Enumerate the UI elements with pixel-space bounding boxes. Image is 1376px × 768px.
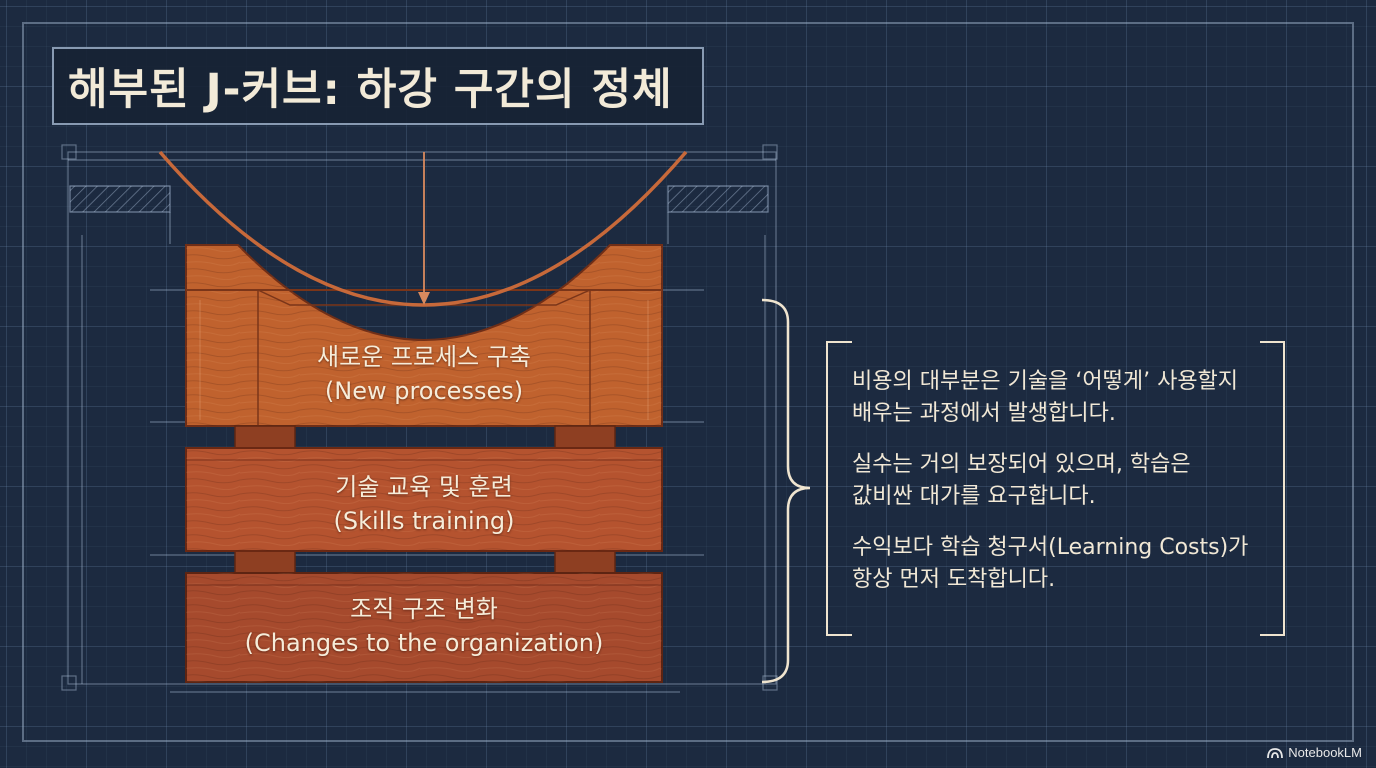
notebooklm-logo-icon [1267,747,1284,758]
blueprint-frame [22,22,1354,742]
explanation-line: 실수는 거의 보장되어 있으며, 학습은 [852,452,1191,477]
page-title: 해부된 J-커브: 하강 구간의 정체 [68,65,673,115]
title-box: 해부된 J-커브: 하강 구간의 정체 [52,47,704,125]
explanation-panel: 비용의 대부분은 기술을 ‘어떻게’ 사용할지 배우는 과정에서 발생합니다. … [852,366,1282,615]
explanation-line: 비용의 대부분은 기술을 ‘어떻게’ 사용할지 [852,369,1239,394]
explanation-paragraph: 수익보다 학습 청구서(Learning Costs)가 항상 먼저 도착합니다… [852,532,1282,596]
notebooklm-watermark: NotebookLM [1267,745,1362,760]
block-bottom-shape [185,572,663,683]
block-connectors [234,425,616,574]
block-label-ko: 새로운 프로세스 구축 [317,343,531,371]
explanation-line: 항상 먼저 도착합니다. [852,567,1056,592]
block-label-en: (New processes) [324,377,524,405]
explanation-paragraph: 실수는 거의 보장되어 있으며, 학습은 값비싼 대가를 요구합니다. [852,449,1282,513]
hatched-walls [69,185,769,244]
block-middle-shape [185,447,663,552]
block-skills-training: 기술 교육 및 훈련 (Skills training) [186,470,662,538]
curly-brace [761,298,811,684]
block-label-en: (Skills training) [333,507,515,535]
block-label-en: (Changes to the organization) [244,629,604,657]
block-label-ko: 조직 구조 변화 [350,595,498,623]
text-panel-brackets [826,341,1285,636]
block-new-processes: 새로운 프로세스 구축 (New processes) [186,340,662,408]
watermark-text: NotebookLM [1288,745,1362,760]
explanation-line: 수익보다 학습 청구서(Learning Costs)가 [852,535,1249,560]
explanation-line: 배우는 과정에서 발생합니다. [852,401,1116,426]
j-curve [158,150,688,307]
explanation-line: 값비싼 대가를 요구합니다. [852,484,1096,509]
explanation-paragraph: 비용의 대부분은 기술을 ‘어떻게’ 사용할지 배우는 과정에서 발생합니다. [852,366,1282,430]
block-organization-changes: 조직 구조 변화 (Changes to the organization) [186,592,662,660]
block-label-ko: 기술 교육 및 훈련 [335,473,513,501]
down-arrow-icon [418,152,430,305]
